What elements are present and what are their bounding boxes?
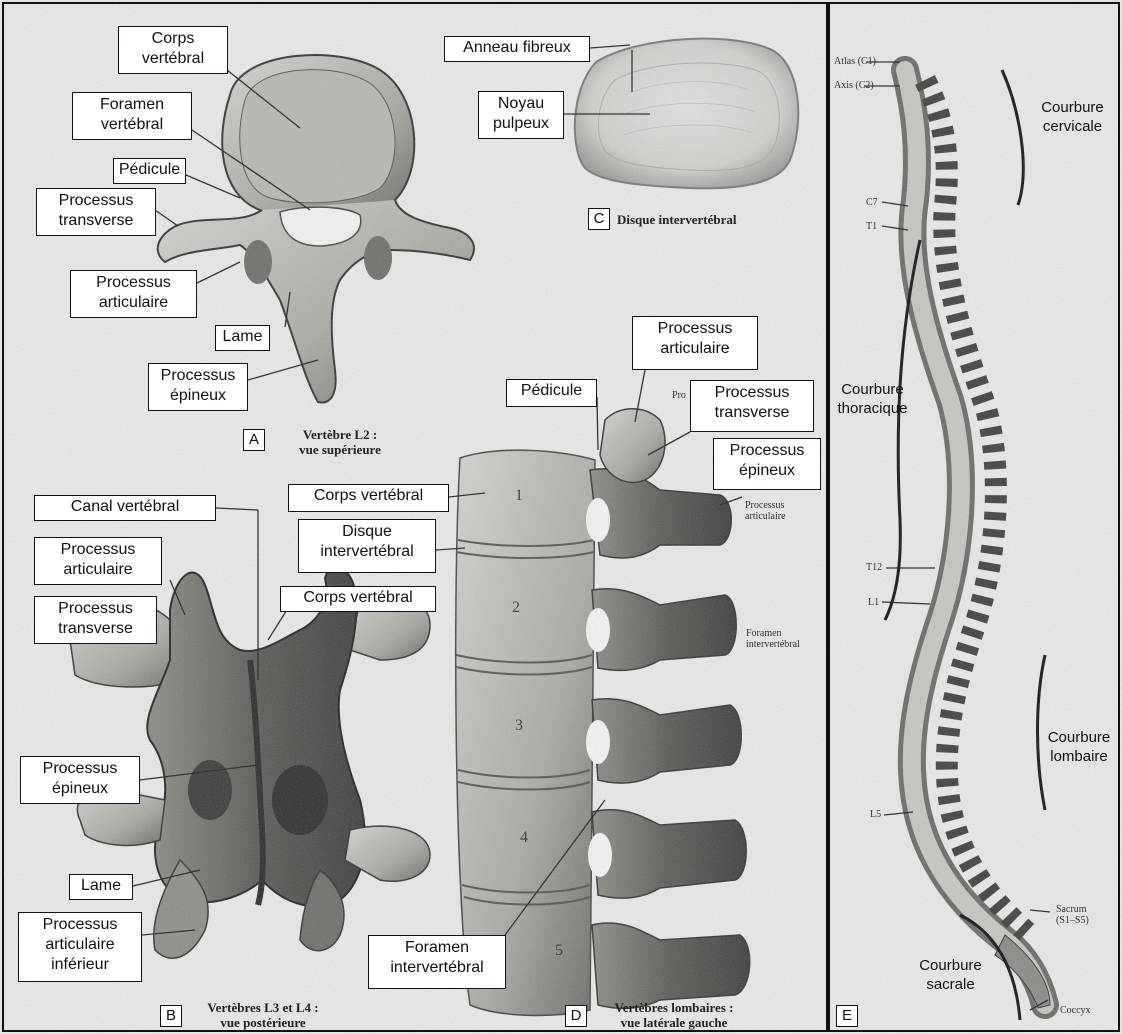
- label-b-canal-vertebral: Canal vertébral: [34, 495, 216, 521]
- panel-letter-a: A: [243, 429, 265, 451]
- curvature-thoracique: Courbure thoracique: [830, 380, 915, 418]
- label-d-disque-intervertebral: Disque intervertébral: [298, 519, 436, 573]
- spine-label-l5: L5: [870, 809, 881, 820]
- label-a-processus-epineux: Processus épineux: [148, 363, 248, 411]
- spine-label-l1: L1: [868, 597, 879, 608]
- label-b-lame: Lame: [69, 874, 133, 900]
- label-b-processus-transverse: Processus transverse: [34, 596, 157, 644]
- panel-letter-b: B: [160, 1005, 182, 1027]
- label-a-lame: Lame: [215, 325, 270, 351]
- label-a-foramen-vertebral: Foramen vertébral: [72, 92, 192, 140]
- label-a-processus-transverse: Processus transverse: [36, 188, 156, 236]
- label-b-processus-articulaire: Processus articulaire: [34, 537, 162, 585]
- label-b-processus-epineux: Processus épineux: [20, 756, 140, 804]
- label-d-pedicule: Pédicule: [506, 379, 597, 407]
- panel-letter-e: E: [836, 1005, 858, 1027]
- label-d-processus-transverse: Processus transverse: [690, 380, 814, 432]
- label-b-processus-articulaire-inferieur: Processus articulaire inférieur: [18, 912, 142, 982]
- caption-a: Vertèbre L2 : vue supérieure: [270, 427, 410, 457]
- caption-d: Vertèbres lombaires : vue latérale gauch…: [594, 1000, 754, 1030]
- caption-b: Vertèbres L3 et L4 : vue postérieure: [188, 1000, 338, 1030]
- small-label-d-pro: Pro: [672, 390, 686, 401]
- spine-label-coccyx: Coccyx: [1060, 1005, 1091, 1016]
- label-a-corps-vertebral: Corps vertébral: [118, 26, 228, 74]
- spine-label-t1: T1: [866, 221, 877, 232]
- label-d-processus-epineux: Processus épineux: [713, 438, 821, 490]
- label-b-corps-vertebral: Corps vertébral: [280, 586, 436, 612]
- small-label-d-foramen-intervertebral: Foramen intervertébral: [746, 628, 800, 650]
- panel-letter-c: C: [588, 208, 610, 230]
- panel-right-frame: [828, 2, 1120, 1032]
- label-d-corps-vertebral: Corps vertébral: [288, 484, 449, 512]
- label-a-pedicule: Pédicule: [113, 158, 186, 184]
- curvature-sacrale: Courbure sacrale: [908, 956, 993, 994]
- small-label-d-processus-articulaire: Processus articulaire: [745, 500, 786, 522]
- spine-label-sacrum: Sacrum (S1–S5): [1056, 904, 1089, 926]
- label-c-anneau-fibreux: Anneau fibreux: [444, 36, 590, 62]
- spine-label-atlas: Atlas (C1): [834, 56, 876, 67]
- spine-label-axis: Axis (C2): [834, 80, 874, 91]
- label-a-processus-articulaire: Processus articulaire: [70, 270, 197, 318]
- curvature-lombaire: Courbure lombaire: [1038, 728, 1120, 766]
- panel-letter-d: D: [565, 1005, 587, 1027]
- curvature-cervicale: Courbure cervicale: [1030, 98, 1115, 136]
- label-c-noyau-pulpeux: Noyau pulpeux: [478, 91, 564, 139]
- label-d-processus-articulaire: Processus articulaire: [632, 316, 758, 370]
- spine-label-t12: T12: [866, 562, 882, 573]
- spine-label-c7: C7: [866, 197, 878, 208]
- label-d-foramen-intervertebral: Foramen intervertébral: [368, 935, 506, 989]
- caption-c: Disque intervertébral: [617, 212, 777, 227]
